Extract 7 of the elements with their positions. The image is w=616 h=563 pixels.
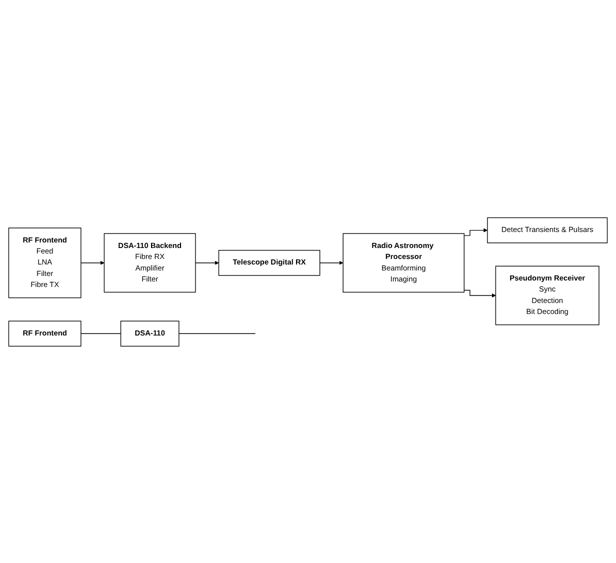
arrow <box>464 228 488 236</box>
arrow <box>80 260 104 264</box>
arrow <box>195 260 219 264</box>
connector <box>80 332 122 334</box>
arrow <box>464 289 496 298</box>
connector <box>178 332 256 334</box>
arrow <box>319 260 344 264</box>
